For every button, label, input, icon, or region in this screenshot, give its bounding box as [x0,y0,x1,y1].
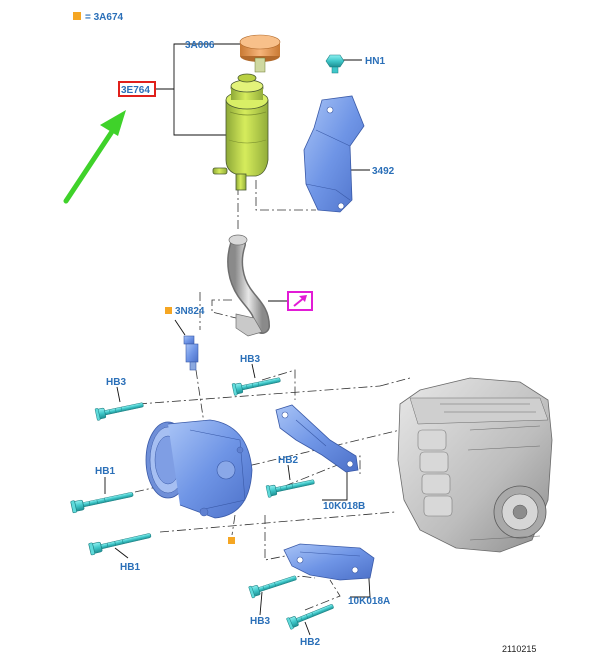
label-3e764: 3E764 [121,85,150,96]
orange-square-icon [228,537,235,544]
bracket-10k018b-part [275,404,359,473]
label-10k018a: 10K018A [348,596,390,607]
label-hb3-bottom: HB3 [250,616,270,627]
bolt-hb2-mid [265,475,316,498]
label-hb2-mid: HB2 [278,455,298,466]
magenta-reference-arrow-icon [287,291,313,311]
bolt-hb1-lower [88,529,153,556]
label-10k018b: 10K018B [323,501,365,512]
bolt-hb3-bottom [248,571,299,599]
legend: = 3A674 [73,12,124,23]
bracket-10k018a-part [283,543,375,581]
legend-text: = 3A674 [85,12,124,23]
power-steering-pump-part [145,419,253,544]
figure-number: 2110215 [502,644,536,654]
label-hb1-lower: HB1 [120,562,140,573]
highlight-box-3e764 [118,81,156,97]
label-3492: 3492 [372,166,395,177]
reservoir-cap-part [239,34,281,73]
reservoir-part [212,73,269,191]
callout-labels: 3A006 3E764 HN1 3492 3N824 HB3 HB3 HB1 H… [95,40,536,654]
leader-lines [104,43,371,636]
reservoir-bracket-3492-part [303,95,365,213]
label-hb2-bottom: HB2 [300,637,320,648]
bolt-hb2-bottom [286,600,336,630]
center-lines [134,180,411,611]
engine-part [397,377,553,553]
label-3n824: 3N824 [175,306,205,317]
orange-square-icon [165,307,172,314]
bolt-hb3-left [94,398,145,421]
bolt-hb1-upper [70,487,135,514]
pressure-sensor-3n824-part [165,307,199,371]
label-hn1: HN1 [365,56,385,67]
bolt-hb3-upper [231,373,282,396]
orange-square-icon [73,12,81,20]
label-hb3-upper: HB3 [240,354,260,365]
label-hb3-left: HB3 [106,377,126,388]
label-3a006: 3A006 [185,40,215,51]
label-hb1-upper: HB1 [95,466,115,477]
nut-hn1-part [325,54,345,74]
hose-part [227,234,270,337]
green-arrow-icon [63,110,126,204]
